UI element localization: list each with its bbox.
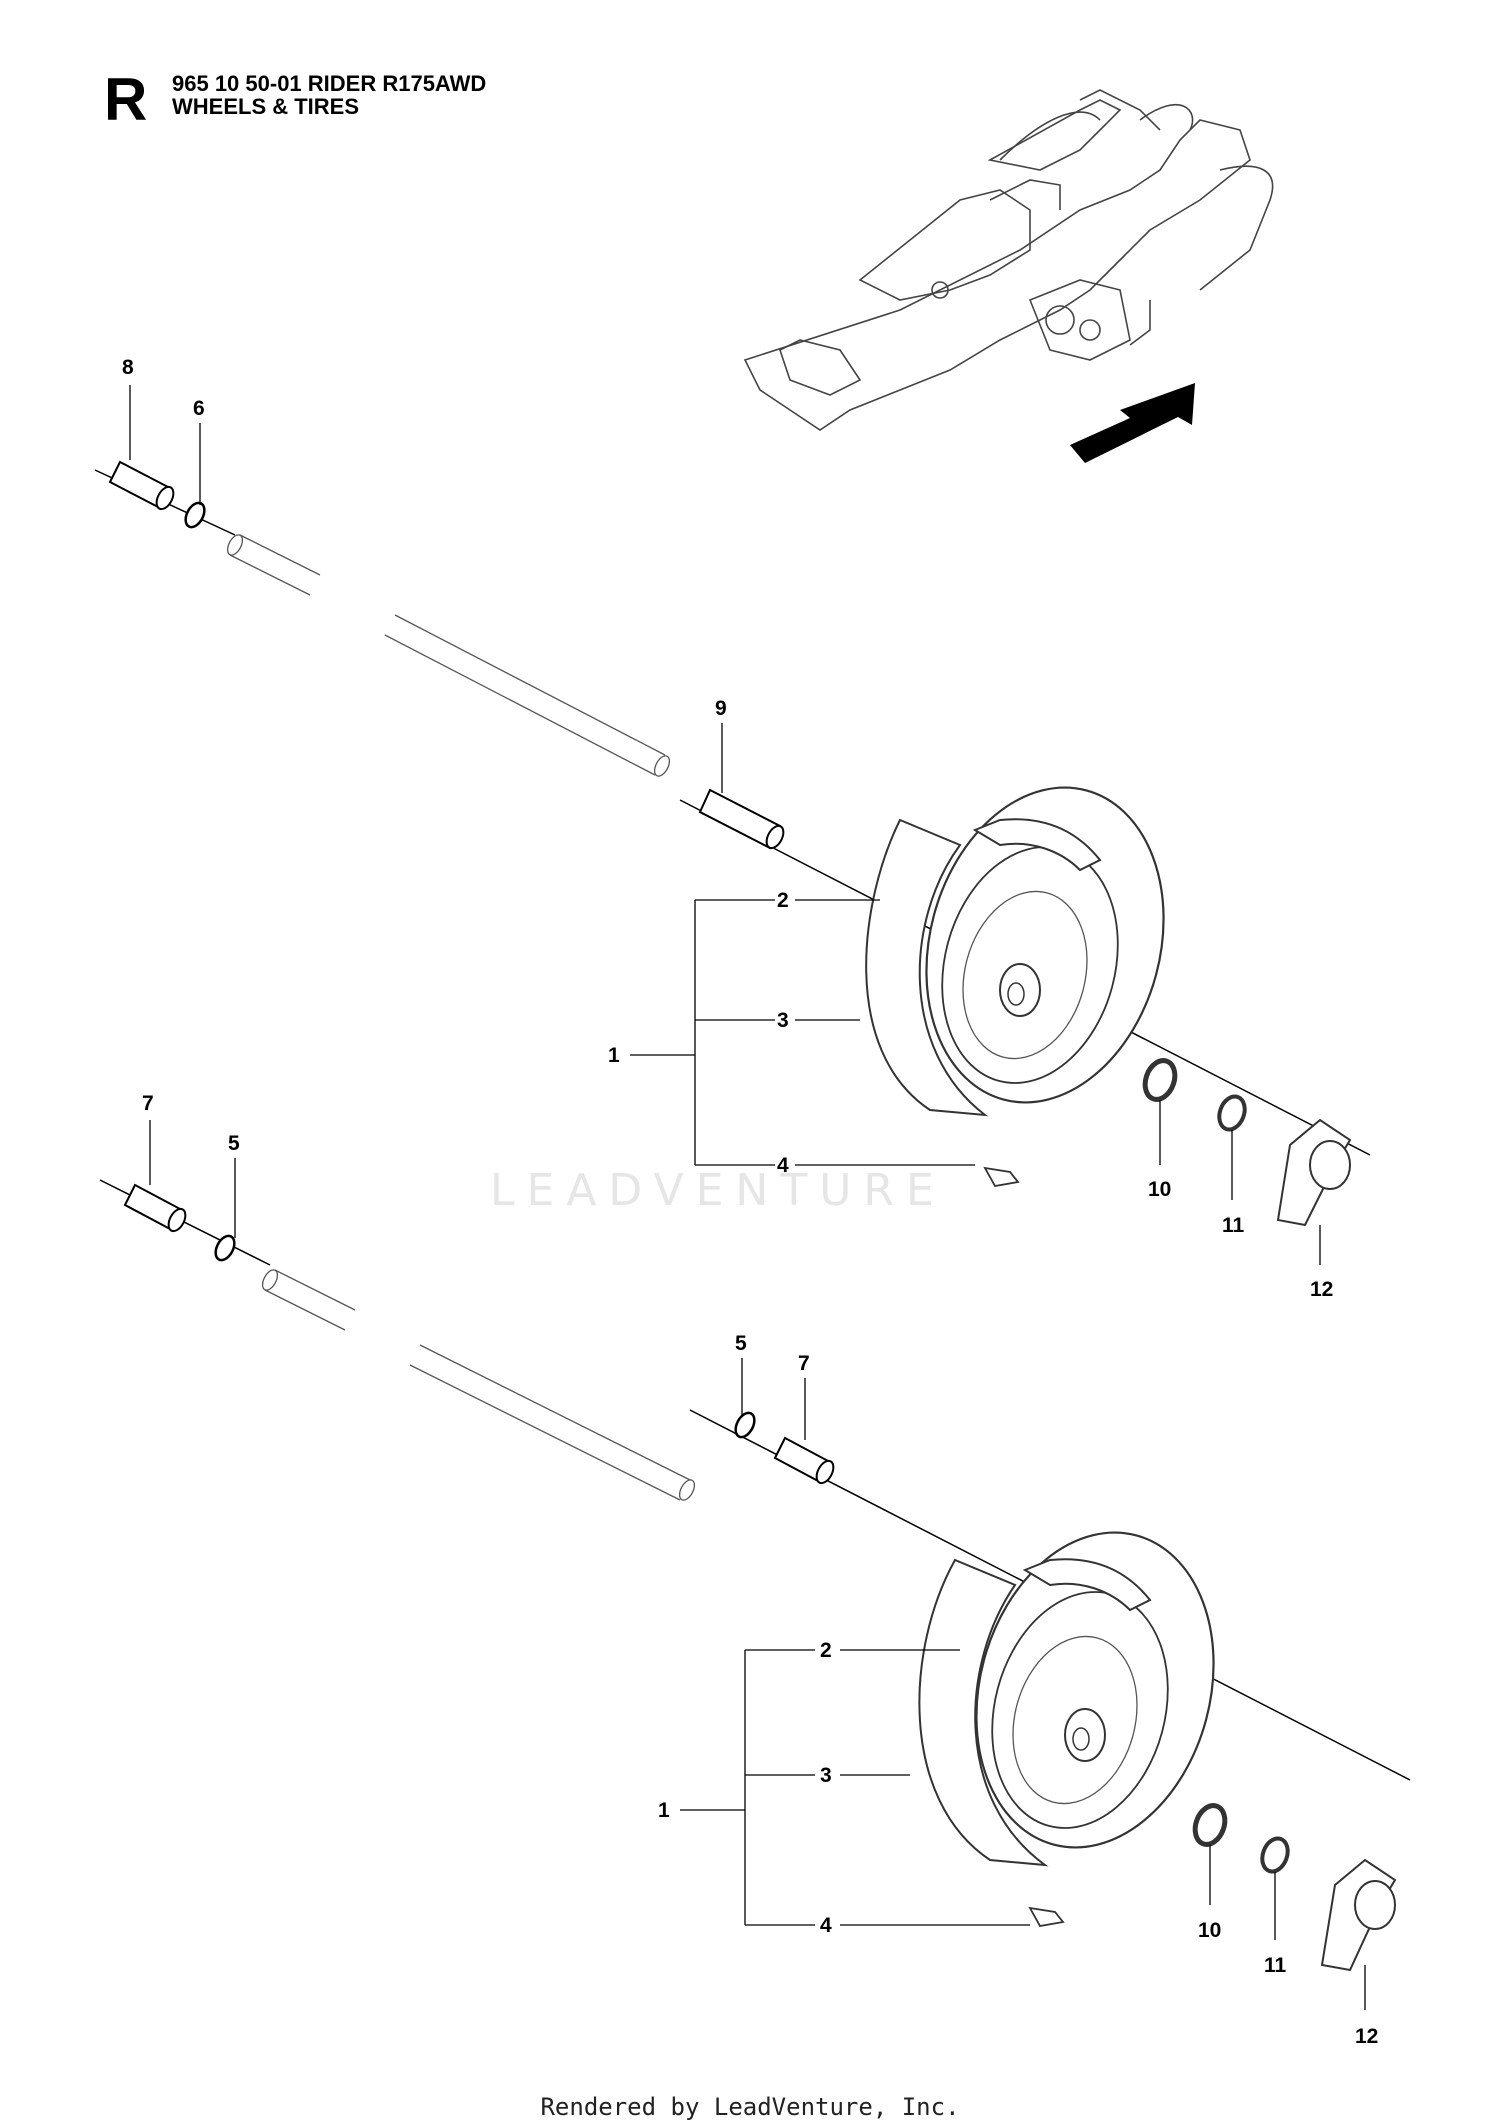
washer-part — [1192, 1803, 1228, 1847]
hub-cap-part — [1276, 1118, 1352, 1227]
callout-11: 11 — [1222, 1214, 1245, 1237]
direction-arrow — [1070, 383, 1195, 463]
footer-credit: Rendered by LeadVenture, Inc. — [540, 2093, 960, 2121]
washer-part — [214, 1234, 236, 1262]
callout-2: 2 — [777, 889, 789, 912]
spacer-part — [698, 788, 785, 850]
chassis-overview — [743, 89, 1274, 431]
axle-part — [261, 1269, 696, 1501]
lower-assembly: 7 5 5 7 2 3 1 4 10 11 12 — [99, 1092, 1411, 2048]
callout-7: 7 — [142, 1092, 154, 1115]
callout-12: 12 — [1355, 2025, 1378, 2048]
callout-2: 2 — [820, 1639, 832, 1662]
hub-cap-part — [1320, 1858, 1397, 1972]
callout-7: 7 — [798, 1352, 810, 1375]
spacer-part — [123, 1183, 187, 1233]
callout-9: 9 — [715, 697, 727, 720]
callout-5: 5 — [228, 1132, 240, 1155]
callout-1: 1 — [608, 1044, 620, 1067]
callout-8: 8 — [122, 356, 134, 379]
callout-3: 3 — [777, 1009, 789, 1032]
callout-3: 3 — [820, 1764, 832, 1787]
callout-12: 12 — [1310, 1278, 1333, 1301]
assembly-title: WHEELS & TIRES — [172, 94, 360, 119]
callout-11: 11 — [1264, 1954, 1287, 1977]
axle-part — [226, 534, 671, 777]
e-clip-part — [1217, 1094, 1247, 1132]
callout-5: 5 — [735, 1332, 747, 1355]
spacer-part — [773, 1436, 835, 1485]
callout-4: 4 — [820, 1914, 832, 1937]
callout-1: 1 — [658, 1799, 670, 1822]
upper-assembly: 8 6 9 2 3 1 4 10 11 12 — [94, 356, 1371, 1301]
callout-10: 10 — [1148, 1178, 1171, 1201]
valve-stem-part — [1028, 1906, 1065, 1927]
washer-part — [184, 501, 206, 529]
spacer-part — [108, 460, 175, 511]
wheel-tire-part — [918, 1531, 1215, 1867]
section-letter: R — [104, 66, 148, 133]
callout-6: 6 — [193, 397, 205, 420]
e-clip-part — [1260, 1836, 1290, 1874]
wheel-tire-part — [865, 786, 1165, 1117]
callout-4: 4 — [777, 1154, 789, 1177]
washer-part — [734, 1411, 756, 1439]
model-line: 965 10 50-01 RIDER R175AWD — [172, 71, 487, 96]
washer-part — [1142, 1058, 1178, 1102]
callout-10: 10 — [1198, 1919, 1221, 1942]
watermark: LEADVENTURE — [490, 1165, 946, 1216]
valve-stem-part — [983, 1166, 1020, 1187]
